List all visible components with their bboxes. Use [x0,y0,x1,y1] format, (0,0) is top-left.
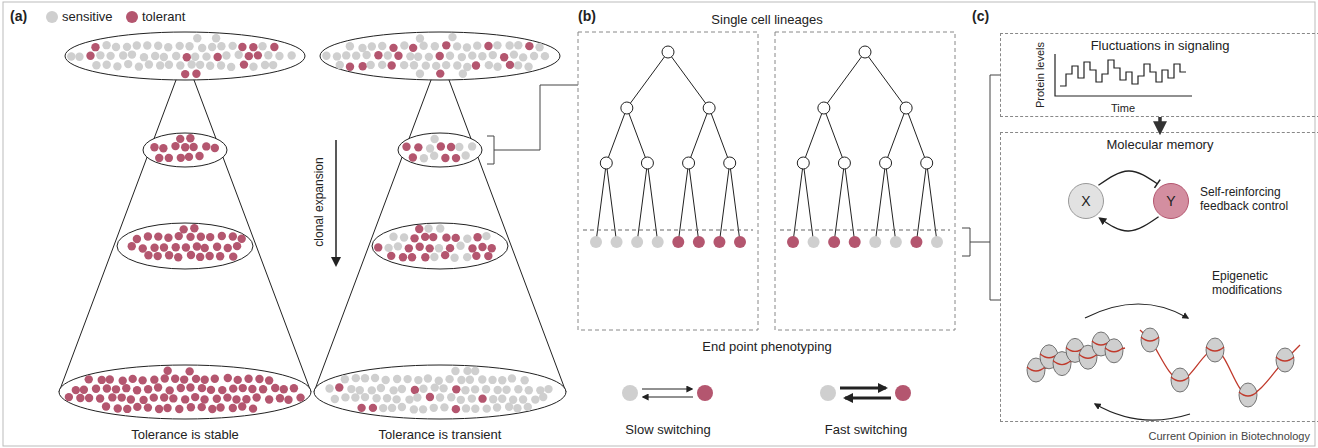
axis-label: Time [1111,102,1135,115]
mechanism-label: Epigenetic modifications [1212,270,1307,298]
memory-panel: Molecular memoryX Y [1000,132,1318,422]
legend-text: tolerant [142,10,185,25]
lineage-box [578,32,758,330]
gene-label: Y [1166,193,1175,209]
fast-switch-symbol [820,385,911,401]
flow-arrow [1158,117,1162,131]
zoom-bracket [962,75,1000,300]
signal-panel: Fluctuations in signaling [1000,33,1318,117]
panel-title: Molecular memory [1001,138,1318,153]
axis-label: Protein levels [1034,42,1047,108]
clone-cones [59,32,566,419]
panel-title: Fluctuations in signaling [1001,39,1318,54]
gene-node: Y [1153,183,1189,219]
legend-swatch [46,11,58,23]
zoom-bracket [487,85,578,164]
panel-heading: Single cell lineages [711,13,822,28]
switch-label: Slow switching [625,423,710,438]
expansion-arrow [335,140,337,265]
gene-label: X [1081,193,1090,209]
lineage-trees [583,46,950,248]
legend-swatch [126,11,138,23]
panel-heading: End point phenotyping [702,340,831,355]
axis-label: clonal expansion [313,157,327,246]
figure-frame [3,2,1315,446]
journal-credit: Current Opinion in Biotechnology [1149,430,1310,443]
gene-node: X [1068,183,1104,219]
signal-plot [1055,54,1192,96]
lineage-box [775,32,955,330]
panel-letter: (b) [578,8,596,24]
chromatin-illustration [1027,304,1300,420]
mechanism-label: Self-reinforcing feedback control [1200,186,1305,214]
panel-letter: (a) [10,8,27,24]
outcome-label: Tolerance is stable [131,428,239,443]
switch-label: Fast switching [825,423,907,438]
panel-letter: (c) [972,8,989,24]
legend-text: sensitive [62,10,113,25]
regulation-arrow [1098,171,1157,185]
outcome-label: Tolerance is transient [379,428,502,443]
regulation-arrow [1100,217,1159,231]
slow-switch-symbol [622,385,713,401]
